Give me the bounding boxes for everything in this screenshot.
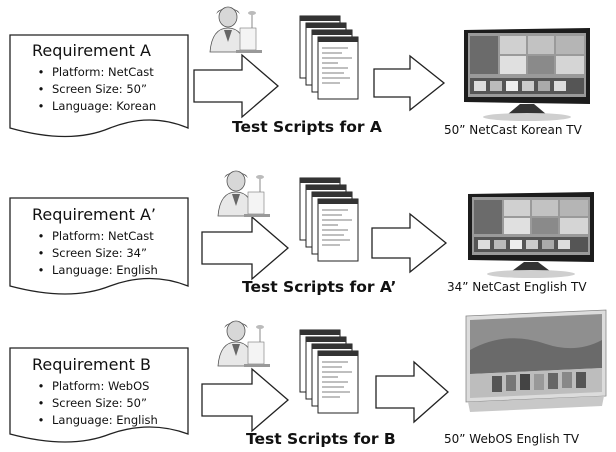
bullet: • bbox=[37, 99, 45, 113]
right-arrow-icon bbox=[373, 54, 446, 112]
bullet: • bbox=[37, 379, 45, 393]
requirement-item-screen-size: • Screen Size: 50” bbox=[30, 81, 156, 98]
bullet: • bbox=[37, 263, 45, 277]
requirement-list: • Platform: WebOS • Screen Size: 50” • Lang… bbox=[30, 378, 158, 429]
test-script-stack-icon bbox=[299, 329, 359, 414]
requirement-item-text: Language: Korean bbox=[52, 99, 157, 113]
television-icon bbox=[465, 309, 607, 412]
requirement-item-text: Platform: WebOS bbox=[52, 379, 150, 393]
bullet: • bbox=[37, 65, 45, 79]
requirement-title: Requirement A bbox=[32, 41, 151, 60]
bullet: • bbox=[37, 413, 45, 427]
row-graphics bbox=[9, 170, 594, 295]
television-icon bbox=[468, 192, 594, 278]
row-graphics bbox=[9, 6, 590, 138]
requirement-document-shape bbox=[9, 34, 189, 138]
requirement-title: Requirement A’ bbox=[32, 205, 157, 224]
test-scripts-label: Test Scripts for B bbox=[246, 430, 396, 448]
requirement-document-shape bbox=[9, 197, 189, 295]
row-graphics bbox=[9, 309, 607, 443]
requirement-item-language: • Language: English bbox=[30, 262, 158, 279]
test-script-stack-icon bbox=[299, 15, 359, 100]
requirement-list: • Platform: NetCast • Screen Size: 50” • La… bbox=[30, 64, 157, 115]
requirement-item-language: • Language: English bbox=[30, 412, 158, 429]
requirement-item-text: Platform: NetCast bbox=[52, 229, 154, 243]
pipeline-row-a: Requirement A • Platform: NetCast • Screen… bbox=[0, 0, 616, 150]
bullet: • bbox=[37, 396, 45, 410]
bullet: • bbox=[37, 229, 45, 243]
television-icon bbox=[464, 28, 590, 121]
right-arrow-icon bbox=[193, 53, 279, 119]
right-arrow-icon bbox=[201, 215, 289, 281]
requirement-item-platform: • Platform: WebOS bbox=[30, 378, 158, 395]
requirement-item-language: • Language: Korean bbox=[30, 98, 157, 115]
requirement-item-text: Platform: NetCast bbox=[52, 65, 154, 79]
pipeline-row-b: Requirement B • Platform: WebOS • Screen S… bbox=[0, 300, 616, 450]
requirement-item-text: Screen Size: 34” bbox=[52, 246, 147, 260]
pipeline-row-a-prime: Requirement A’ • Platform: NetCast • Scree… bbox=[0, 150, 616, 300]
bullet: • bbox=[37, 82, 45, 96]
requirement-title: Requirement B bbox=[32, 355, 151, 374]
requirement-item-platform: • Platform: NetCast bbox=[30, 228, 158, 245]
bullet: • bbox=[37, 246, 45, 260]
tester-person-icon bbox=[209, 6, 262, 53]
tv-label: 50” WebOS English TV bbox=[444, 432, 580, 446]
requirement-item-text: Language: English bbox=[52, 413, 158, 427]
right-arrow-icon bbox=[201, 367, 289, 433]
tv-label: 34” NetCast English TV bbox=[447, 280, 587, 294]
right-arrow-icon bbox=[375, 360, 449, 424]
test-scripts-label: Test Scripts for A bbox=[232, 118, 382, 136]
test-scripts-label: Test Scripts for A’ bbox=[242, 278, 397, 296]
tester-person-icon bbox=[217, 170, 270, 217]
requirement-item-text: Screen Size: 50” bbox=[52, 82, 147, 96]
requirement-item-screen-size: • Screen Size: 50” bbox=[30, 395, 158, 412]
requirement-document-shape bbox=[9, 347, 189, 443]
requirement-item-text: Language: English bbox=[52, 263, 158, 277]
tv-label: 50” NetCast Korean TV bbox=[444, 123, 582, 137]
test-script-stack-icon bbox=[299, 177, 359, 262]
tester-person-icon bbox=[217, 320, 270, 367]
right-arrow-icon bbox=[371, 212, 448, 274]
requirement-list: • Platform: NetCast • Screen Size: 34” • La… bbox=[30, 228, 158, 279]
requirement-item-text: Screen Size: 50” bbox=[52, 396, 147, 410]
requirement-item-platform: • Platform: NetCast bbox=[30, 64, 156, 81]
requirement-item-screen-size: • Screen Size: 34” bbox=[30, 245, 158, 262]
